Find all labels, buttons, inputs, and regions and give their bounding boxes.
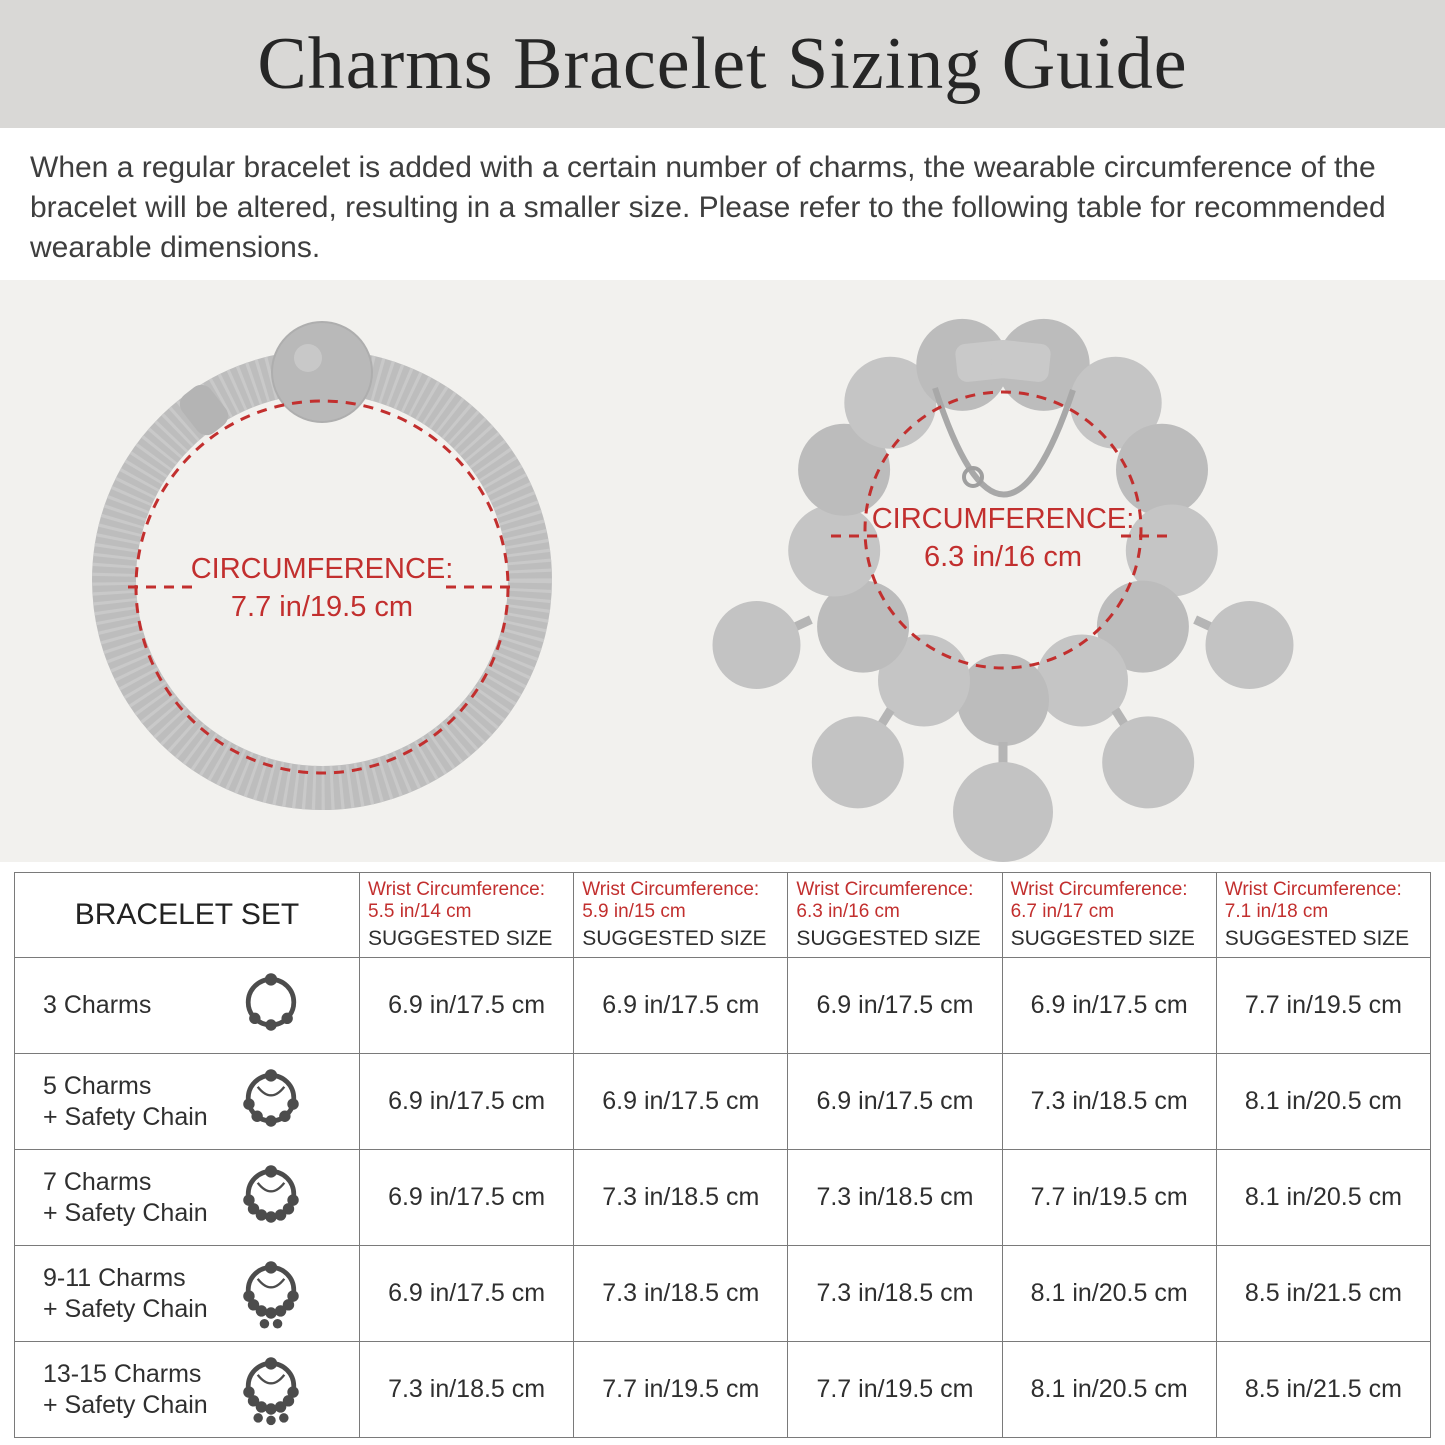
page-title: Charms Bracelet Sizing Guide bbox=[257, 22, 1188, 105]
bracelet-set-label: 3 Charms bbox=[43, 991, 152, 1020]
charm-bracelet-illustration bbox=[712, 318, 1294, 862]
charm-bracelet-diagram: CIRCUMFERENCE: 6.3 in/16 cm bbox=[712, 318, 1294, 862]
intro-paragraph: When a regular bracelet is added with a … bbox=[30, 151, 1386, 264]
bracelet-5-charms-chain-icon bbox=[243, 1069, 299, 1127]
suggested-size-cell: 7.3 in/18.5 cm bbox=[1001, 1053, 1217, 1151]
plain-circumference-label: CIRCUMFERENCE: bbox=[191, 553, 454, 585]
suggested-size-cell: 6.9 in/17.5 cm bbox=[1001, 957, 1217, 1055]
plain-circumference-value: 7.7 in/19.5 cm bbox=[231, 591, 413, 623]
suggested-size-cell: 8.1 in/20.5 cm bbox=[1215, 1053, 1432, 1151]
suggested-size-cell: 7.3 in/18.5 cm bbox=[573, 1245, 789, 1343]
table-header-row: BRACELET SET Wrist Circumference:5.5 in/… bbox=[14, 871, 1432, 959]
suggested-size-cell: 8.1 in/20.5 cm bbox=[1215, 1149, 1432, 1247]
suggested-size-cell: 7.7 in/19.5 cm bbox=[787, 1341, 1003, 1439]
header-banner: Charms Bracelet Sizing Guide bbox=[0, 0, 1445, 128]
plain-circumference-annotation: CIRCUMFERENCE: 7.7 in/19.5 cm bbox=[128, 399, 516, 775]
suggested-size-cell: 6.9 in/17.5 cm bbox=[573, 1053, 789, 1151]
bracelet-set-cell: 3 Charms bbox=[14, 957, 360, 1055]
table-row: 9-11 Charms+ Safety Chain 6.9 in/17.5 cm… bbox=[14, 1245, 1432, 1343]
bracelet-set-label: 5 Charms+ Safety Chain bbox=[43, 1071, 208, 1131]
table-row: 13-15 Charms+ Safety Chain 7.3 in/18.5 c… bbox=[14, 1341, 1432, 1439]
suggested-size-cell: 7.3 in/18.5 cm bbox=[787, 1149, 1003, 1247]
clasp-bead bbox=[272, 321, 372, 422]
suggested-size-cell: 8.1 in/20.5 cm bbox=[1001, 1245, 1217, 1343]
suggested-size-cell: 6.9 in/17.5 cm bbox=[358, 1149, 575, 1247]
suggested-size-cell: 8.5 in/21.5 cm bbox=[1215, 1245, 1432, 1343]
sizing-table: BRACELET SET Wrist Circumference:5.5 in/… bbox=[14, 871, 1432, 1439]
suggested-size-cell: 6.9 in/17.5 cm bbox=[787, 957, 1003, 1055]
safety-chain-clasp bbox=[962, 465, 984, 488]
suggested-size-cell: 8.5 in/21.5 cm bbox=[1215, 1341, 1432, 1439]
suggested-size-cell: 6.9 in/17.5 cm bbox=[573, 957, 789, 1055]
bracelet-7-charms-chain-icon bbox=[243, 1165, 299, 1223]
bracelet-set-label: 7 Charms+ Safety Chain bbox=[43, 1167, 208, 1227]
plain-bracelet-diagram: CIRCUMFERENCE: 7.7 in/19.5 cm bbox=[92, 320, 552, 810]
bracelet-set-cell: 13-15 Charms+ Safety Chain bbox=[14, 1341, 360, 1439]
suggested-size-cell: 7.3 in/18.5 cm bbox=[787, 1245, 1003, 1343]
bracelet-3-charms-icon bbox=[245, 973, 297, 1031]
charm-circumference-annotation: CIRCUMFERENCE: 6.3 in/16 cm bbox=[831, 390, 1175, 670]
bracelet-set-cell: 7 Charms+ Safety Chain bbox=[14, 1149, 360, 1247]
bracelet-set-label: 13-15 Charms+ Safety Chain bbox=[43, 1359, 208, 1419]
safety-chain bbox=[932, 386, 1076, 497]
suggested-size-cell: 6.9 in/17.5 cm bbox=[358, 1053, 575, 1151]
bracelet-set-cell: 9-11 Charms+ Safety Chain bbox=[14, 1245, 360, 1343]
suggested-size-cell: 8.1 in/20.5 cm bbox=[1001, 1341, 1217, 1439]
bracelet-9-11-charms-chain-icon bbox=[243, 1261, 299, 1329]
suggested-size-cell: 6.9 in/17.5 cm bbox=[358, 1245, 575, 1343]
charm-circumference-label: CIRCUMFERENCE: bbox=[872, 503, 1135, 535]
diagram-section: CIRCUMFERENCE: 7.7 in/19.5 cm CIRCUMFERE… bbox=[0, 279, 1445, 862]
suggested-size-cell: 7.7 in/19.5 cm bbox=[1215, 957, 1432, 1055]
bracelet-set-cell: 5 Charms+ Safety Chain bbox=[14, 1053, 360, 1151]
bracelet-13-15-charms-chain-icon bbox=[243, 1357, 299, 1426]
plain-bracelet-illustration bbox=[92, 320, 552, 810]
suggested-size-cell: 7.3 in/18.5 cm bbox=[573, 1149, 789, 1247]
suggested-size-cell: 6.9 in/17.5 cm bbox=[358, 957, 575, 1055]
suggested-size-cell: 7.7 in/19.5 cm bbox=[573, 1341, 789, 1439]
suggested-size-cell: 7.7 in/19.5 cm bbox=[1001, 1149, 1217, 1247]
suggested-size-cell: 7.3 in/18.5 cm bbox=[358, 1341, 575, 1439]
bracelet-set-label: 9-11 Charms+ Safety Chain bbox=[43, 1263, 208, 1323]
suggested-size-cell: 6.9 in/17.5 cm bbox=[787, 1053, 1003, 1151]
circumference-dashed-circle bbox=[863, 390, 1143, 670]
charm-circumference-value: 6.3 in/16 cm bbox=[924, 541, 1082, 573]
bracelet-set-header: BRACELET SET bbox=[14, 871, 360, 959]
